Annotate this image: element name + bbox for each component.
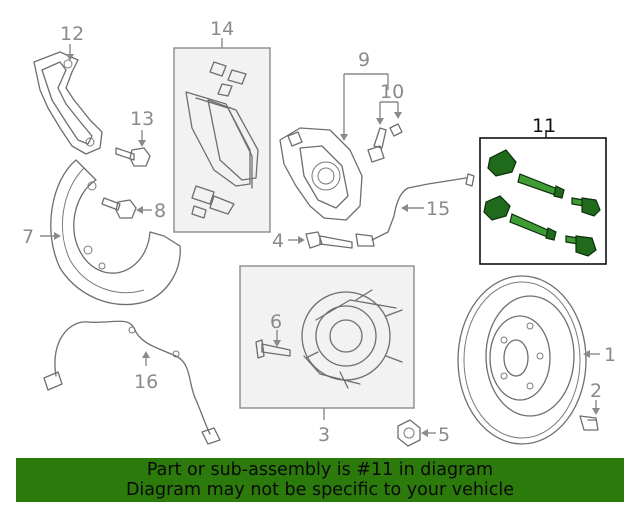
callout-10[interactable]: 10 xyxy=(380,81,404,103)
part-2-screw[interactable] xyxy=(579,415,599,431)
callout-11[interactable]: 11 xyxy=(532,115,556,137)
callout-13[interactable]: 13 xyxy=(130,108,154,130)
part-3-wheel-hub[interactable] xyxy=(301,289,403,389)
callout-2[interactable]: 2 xyxy=(590,380,602,402)
part-9-caliper[interactable] xyxy=(279,127,363,221)
callout-9[interactable]: 9 xyxy=(358,49,370,71)
banner-line-1: Part or sub-assembly is #11 in diagram xyxy=(146,460,494,480)
callout-4[interactable]: 4 xyxy=(272,230,284,252)
callout-3[interactable]: 3 xyxy=(318,424,330,446)
callout-5[interactable]: 5 xyxy=(438,424,450,446)
part-13-bolt[interactable] xyxy=(115,147,151,167)
banner-line-2: Diagram may not be specific to your vehi… xyxy=(125,480,515,500)
part-5-nut[interactable] xyxy=(397,419,421,447)
part-3-box xyxy=(239,265,415,409)
callout-7[interactable]: 7 xyxy=(22,226,34,248)
callout-12[interactable]: 12 xyxy=(60,23,84,45)
callout-6[interactable]: 6 xyxy=(270,311,282,333)
part-11-guide-pin-kit[interactable] xyxy=(483,149,601,257)
part-12-bracket[interactable] xyxy=(33,51,103,155)
callout-15[interactable]: 15 xyxy=(426,198,450,220)
part-8-bolt[interactable] xyxy=(101,197,137,219)
callout-14[interactable]: 14 xyxy=(210,18,234,40)
callout-1[interactable]: 1 xyxy=(604,344,616,366)
part-14-box xyxy=(173,47,271,233)
part-7-splash-shield[interactable] xyxy=(50,159,181,306)
part-10-bleeder[interactable] xyxy=(367,123,403,163)
part-4-bolt[interactable] xyxy=(305,231,353,249)
part-16-abs-sensor[interactable] xyxy=(43,320,221,445)
callout-8[interactable]: 8 xyxy=(154,200,166,222)
part-6-wheel-stud[interactable] xyxy=(255,339,291,359)
callout-16[interactable]: 16 xyxy=(134,371,158,393)
part-15-brake-hose[interactable] xyxy=(355,173,475,247)
part-14-brake-pads[interactable] xyxy=(185,61,259,219)
part-1-brake-rotor[interactable] xyxy=(457,275,587,445)
highlight-banner: Part or sub-assembly is #11 in diagram D… xyxy=(16,458,624,502)
